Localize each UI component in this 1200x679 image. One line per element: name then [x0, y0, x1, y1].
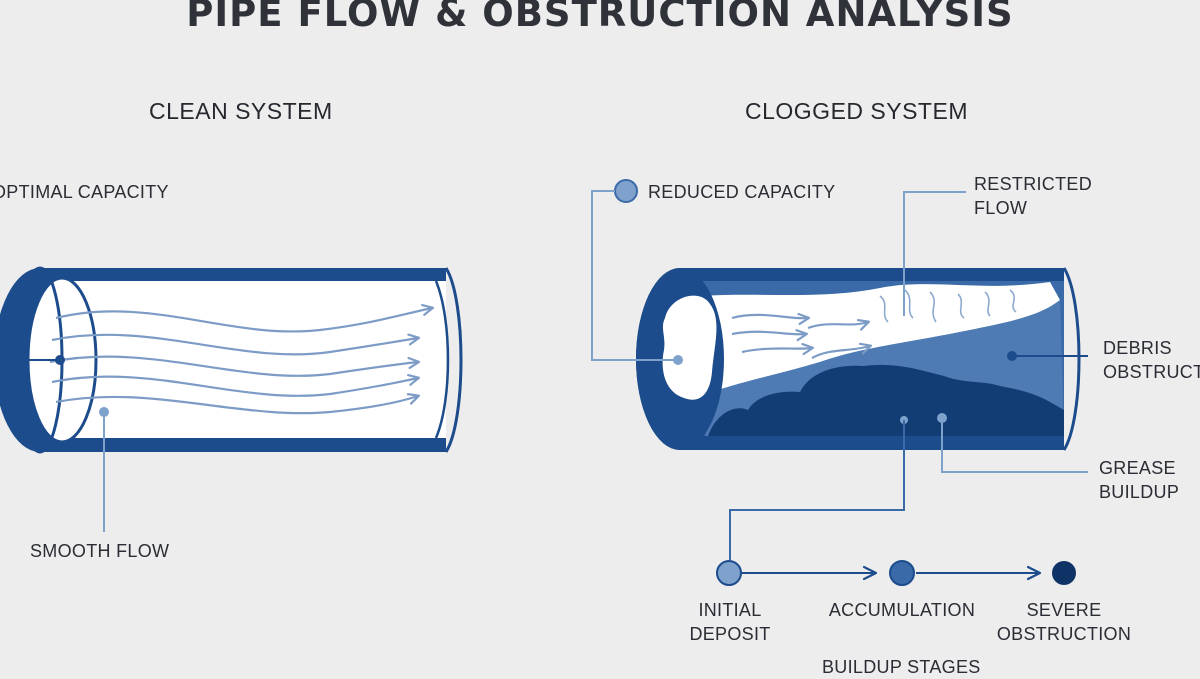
- debris-obstruction-label: DEBRIS OBSTRUCTION: [1103, 336, 1200, 384]
- page-title: PIPE FLOW & OBSTRUCTION ANALYSIS: [186, 0, 1014, 35]
- clean-system-heading: CLEAN SYSTEM: [149, 98, 333, 124]
- buildup-stages-caption: BUILDUP STAGES: [822, 657, 981, 677]
- clogged-system-heading: CLOGGED SYSTEM: [745, 98, 968, 124]
- clean-flow-arrows: [49, 308, 432, 415]
- grease-line1: GREASE: [1099, 458, 1176, 478]
- stage-accumulation-label: ACCUMULATION: [822, 598, 982, 622]
- restricted-flow-label: RESTRICTED FLOW: [974, 172, 1092, 220]
- restricted-flow-line1: RESTRICTED: [974, 174, 1093, 194]
- stage-severe-line2: OBSTRUCTION: [996, 624, 1132, 644]
- grease-line2: BUILDUP: [1099, 482, 1180, 502]
- stage-initial-line1: INITIAL: [698, 600, 762, 620]
- buildup-stages: [716, 560, 1076, 586]
- grease-buildup-label: GREASE BUILDUP: [1099, 456, 1179, 504]
- debris-line2: OBSTRUCTION: [1103, 362, 1200, 382]
- optimal-capacity-dot: [55, 355, 65, 365]
- clogged-flow-arrows: [731, 315, 870, 359]
- reduced-capacity-label: REDUCED CAPACITY: [648, 182, 836, 202]
- clogged-leaders: [591, 179, 1088, 560]
- clean-leaders: [0, 355, 109, 532]
- stage-initial-line2: DEPOSIT: [689, 624, 771, 644]
- optimal-capacity-label: OPTIMAL CAPACITY: [0, 182, 169, 202]
- stage-initial-dot: [716, 560, 742, 586]
- stage-severe-label: SEVERE OBSTRUCTION: [994, 598, 1134, 646]
- debris-line1: DEBRIS: [1103, 338, 1172, 358]
- stage-severe-dot: [1052, 561, 1076, 585]
- stage-accumulation-line1: ACCUMULATION: [828, 600, 976, 620]
- restricted-flow-line2: FLOW: [974, 198, 1028, 218]
- turbulence-lines: [879, 289, 1017, 323]
- stage-accumulation-dot: [889, 560, 915, 586]
- stage-severe-line1: SEVERE: [1026, 600, 1102, 620]
- reduced-capacity-marker: [614, 179, 638, 203]
- stage-initial-label: INITIAL DEPOSIT: [680, 598, 780, 646]
- smooth-flow-label: SMOOTH FLOW: [30, 541, 170, 561]
- clogged-pipe: [636, 267, 1081, 451]
- clean-pipe: [0, 266, 463, 454]
